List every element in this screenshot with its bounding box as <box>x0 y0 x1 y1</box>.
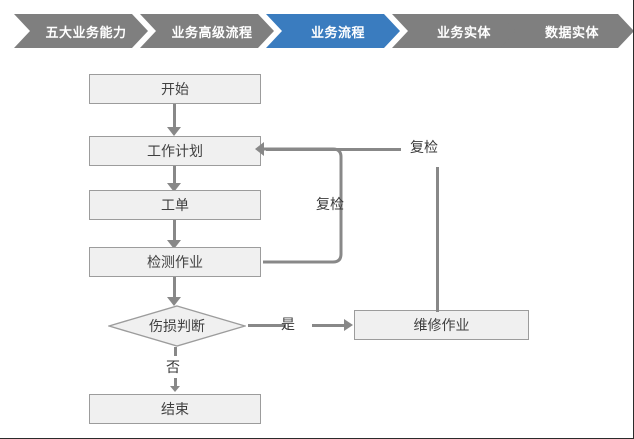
flow-node-label: 开始 <box>161 81 189 97</box>
connector-judgement-yes-segment-a <box>248 324 286 327</box>
flow-node-damage-judgement[interactable]: 伤损判断 <box>108 305 246 347</box>
flow-node-label: 工作计划 <box>147 143 203 159</box>
breadcrumb-item-label: 五大业务能力 <box>45 24 127 40</box>
breadcrumb-item-label: 业务实体 <box>436 24 491 40</box>
connector-judgement-yes-segment-b <box>312 324 346 327</box>
flow-node-label: 工单 <box>161 197 189 213</box>
diamond-shape-icon <box>108 305 246 347</box>
breadcrumb-item-5[interactable]: 数据实体 <box>500 14 633 48</box>
flow-node-label: 维修作业 <box>413 317 470 333</box>
edge-label-yes: 是 <box>281 316 295 332</box>
connector-recheck-outer-vertical <box>436 167 439 312</box>
connector-judgement-to-end <box>174 347 177 356</box>
flow-node-end[interactable]: 结束 <box>89 394 261 424</box>
chevron-shape-icon <box>500 14 633 48</box>
flow-node-work-plan[interactable]: 工作计划 <box>89 136 261 166</box>
breadcrumb-item-4[interactable]: 业务实体 <box>392 14 526 48</box>
breadcrumb-item-label: 业务高级流程 <box>171 24 253 40</box>
breadcrumb-item-3[interactable]: 业务流程 <box>266 14 400 48</box>
connector-judgement-to-end-lower <box>174 378 177 388</box>
breadcrumb-item-2[interactable]: 业务高级流程 <box>140 14 274 48</box>
flow-node-label: 结束 <box>161 401 189 417</box>
connector-workplan-to-workorder <box>173 166 176 185</box>
breadcrumb-item-label: 数据实体 <box>544 24 599 40</box>
connector-start-to-workplan <box>173 104 176 129</box>
arrowhead-inspection-to-judgement <box>167 297 181 306</box>
breadcrumb-item-1[interactable]: 五大业务能力 <box>14 14 148 48</box>
connector-workorder-to-inspection <box>173 220 176 242</box>
flow-node-label: 伤损判断 <box>149 318 205 334</box>
chevron-shape-icon <box>266 14 400 48</box>
arrowhead-workorder-to-inspection <box>167 240 181 249</box>
flow-node-repair-task[interactable]: 维修作业 <box>354 310 529 340</box>
breadcrumb-item-label: 业务流程 <box>310 24 365 40</box>
arrowhead-workplan-to-workorder <box>167 183 181 192</box>
connector-recheck-outer-horizontal <box>266 148 401 151</box>
arrowhead-recheck-inner-to-workplan <box>255 142 264 156</box>
chevron-shape-icon <box>140 14 274 48</box>
breadcrumb: 五大业务能力 业务高级流程 业务流程 业务实体 数据实体 <box>0 14 633 48</box>
edge-label-recheck-outer: 复检 <box>410 139 438 155</box>
edge-label-recheck-inner: 复检 <box>316 196 344 212</box>
chevron-shape-icon <box>392 14 526 48</box>
arrowhead-judgement-to-end <box>170 386 180 392</box>
flow-node-label: 检测作业 <box>147 254 203 270</box>
flow-node-start[interactable]: 开始 <box>89 74 261 104</box>
edge-label-no: 否 <box>166 359 180 375</box>
flow-node-inspection-task[interactable]: 检测作业 <box>89 247 261 277</box>
arrowhead-judgement-to-repair <box>344 319 353 331</box>
chevron-shape-icon <box>14 14 148 48</box>
connector-inspection-to-judgement <box>173 277 176 299</box>
flow-node-work-order[interactable]: 工单 <box>89 190 261 220</box>
arrowhead-start-to-workplan <box>167 127 181 136</box>
